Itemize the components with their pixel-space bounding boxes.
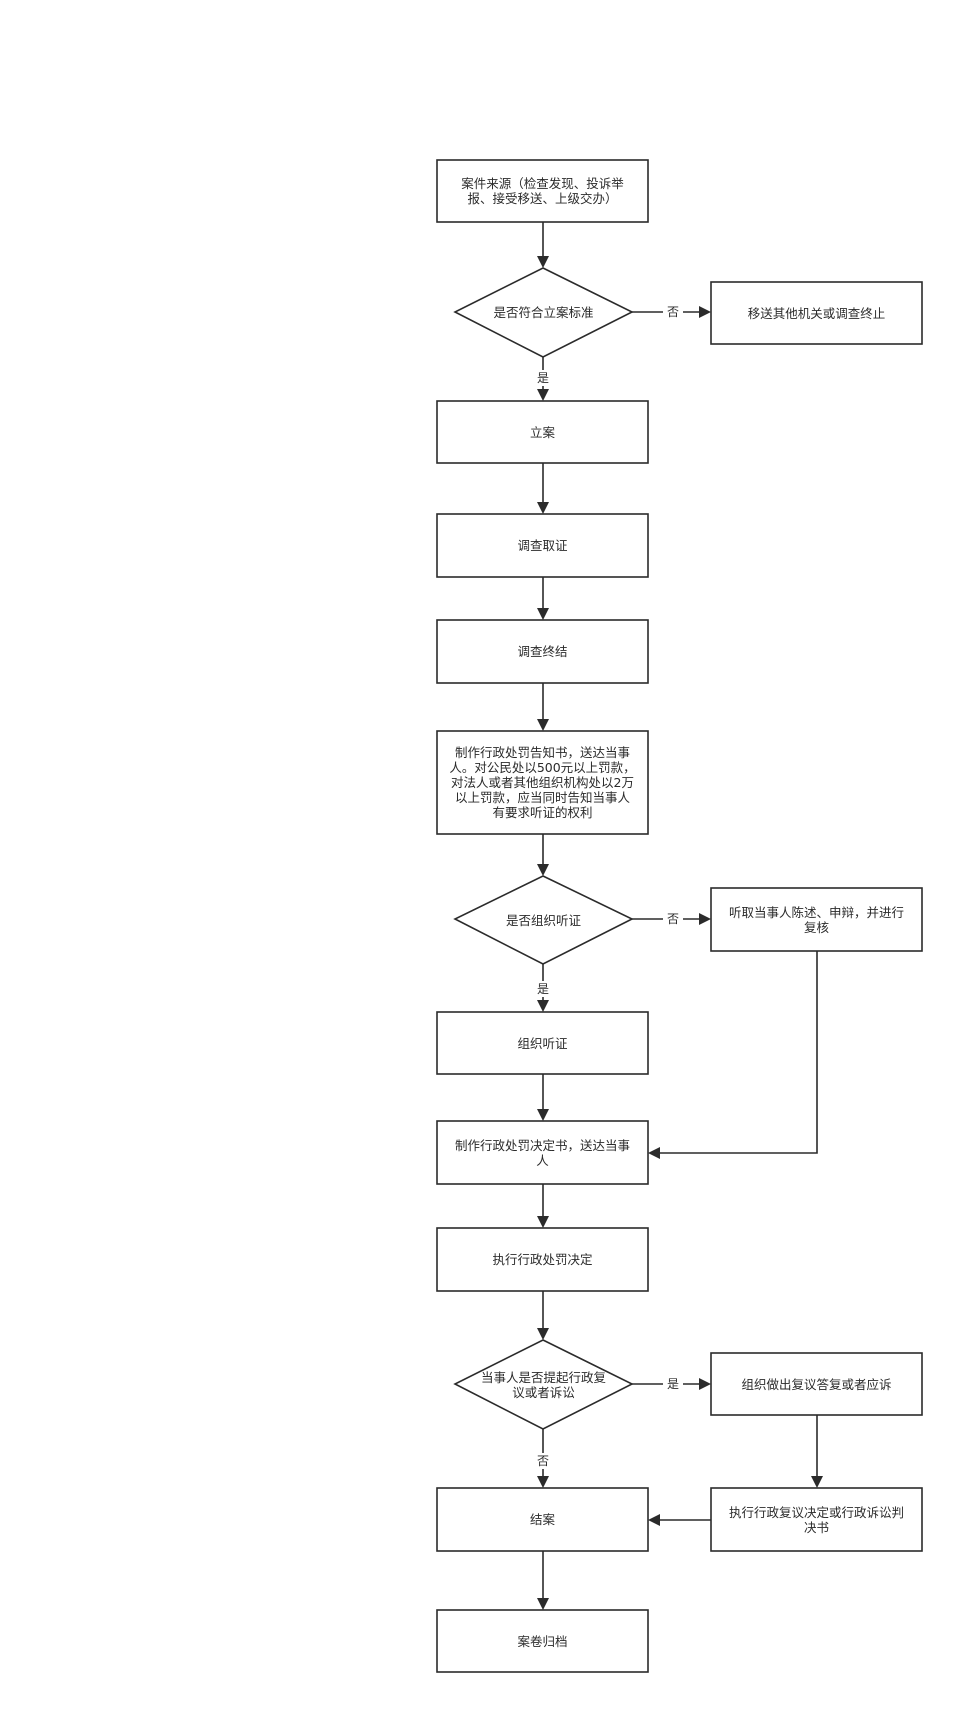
hearing-no-label: 否 [663,911,683,927]
hearing-question-label: 是否组织听证 [505,912,581,928]
case-source-label: 案件来源（检查发现、投诉举报、接受移送、上级交办） [461,176,624,206]
file-case-box [436,400,649,464]
appeal-yes-label: 是 [663,1376,683,1392]
penalty-decision-box [436,1120,649,1185]
appeal-question-label: 当事人是否提起行政复议或者诉讼 [480,1369,606,1400]
archive-box [436,1609,649,1673]
execute-decision-box [436,1227,649,1292]
filing-no-label: 否 [663,304,683,320]
penalty-decision-label: 制作行政处罚决定书，送达当事人 [454,1137,630,1168]
hold-hearing-label: 组织听证 [517,1035,568,1051]
penalty-notice-box [436,730,649,835]
penalty-notice-label: 制作行政处罚告知书，送达当事人。对公民处以500元以上罚款，对法人或者其他组织机… [449,745,636,820]
respond-appeal-box [710,1352,923,1416]
respond-appeal-label: 组织做出复议答复或者应诉 [741,1376,892,1392]
investigation-end-box [436,619,649,684]
case-source-box [436,159,649,223]
file-case-label: 立案 [529,424,555,440]
close-case-box [436,1487,649,1552]
appeal-no-label: 否 [533,1453,553,1469]
close-case-label: 结案 [529,1512,555,1527]
transfer-terminate-box [710,281,923,345]
hear-statements-box [710,887,923,952]
hearing-yes-label: 是 [533,981,553,997]
arrowheads [537,256,823,1610]
filing-standard-label: 是否符合立案标准 [493,305,594,320]
execute-decision-label: 执行行政处罚决定 [492,1252,593,1267]
execute-ruling-label: 执行行政复议决定或行政诉讼判决书 [728,1504,904,1535]
filing-yes-label: 是 [533,370,553,386]
investigation-end-label: 调查终结 [517,644,568,659]
execute-ruling-box [710,1487,923,1552]
archive-label: 案卷归档 [517,1633,568,1649]
hear-statements-label: 听取当事人陈述、申辩，并进行复核 [728,904,904,935]
investigate-box [436,513,649,578]
investigate-label: 调查取证 [517,538,568,553]
transfer-terminate-label: 移送其他机关或调查终止 [747,305,886,321]
hold-hearing-box [436,1011,649,1075]
